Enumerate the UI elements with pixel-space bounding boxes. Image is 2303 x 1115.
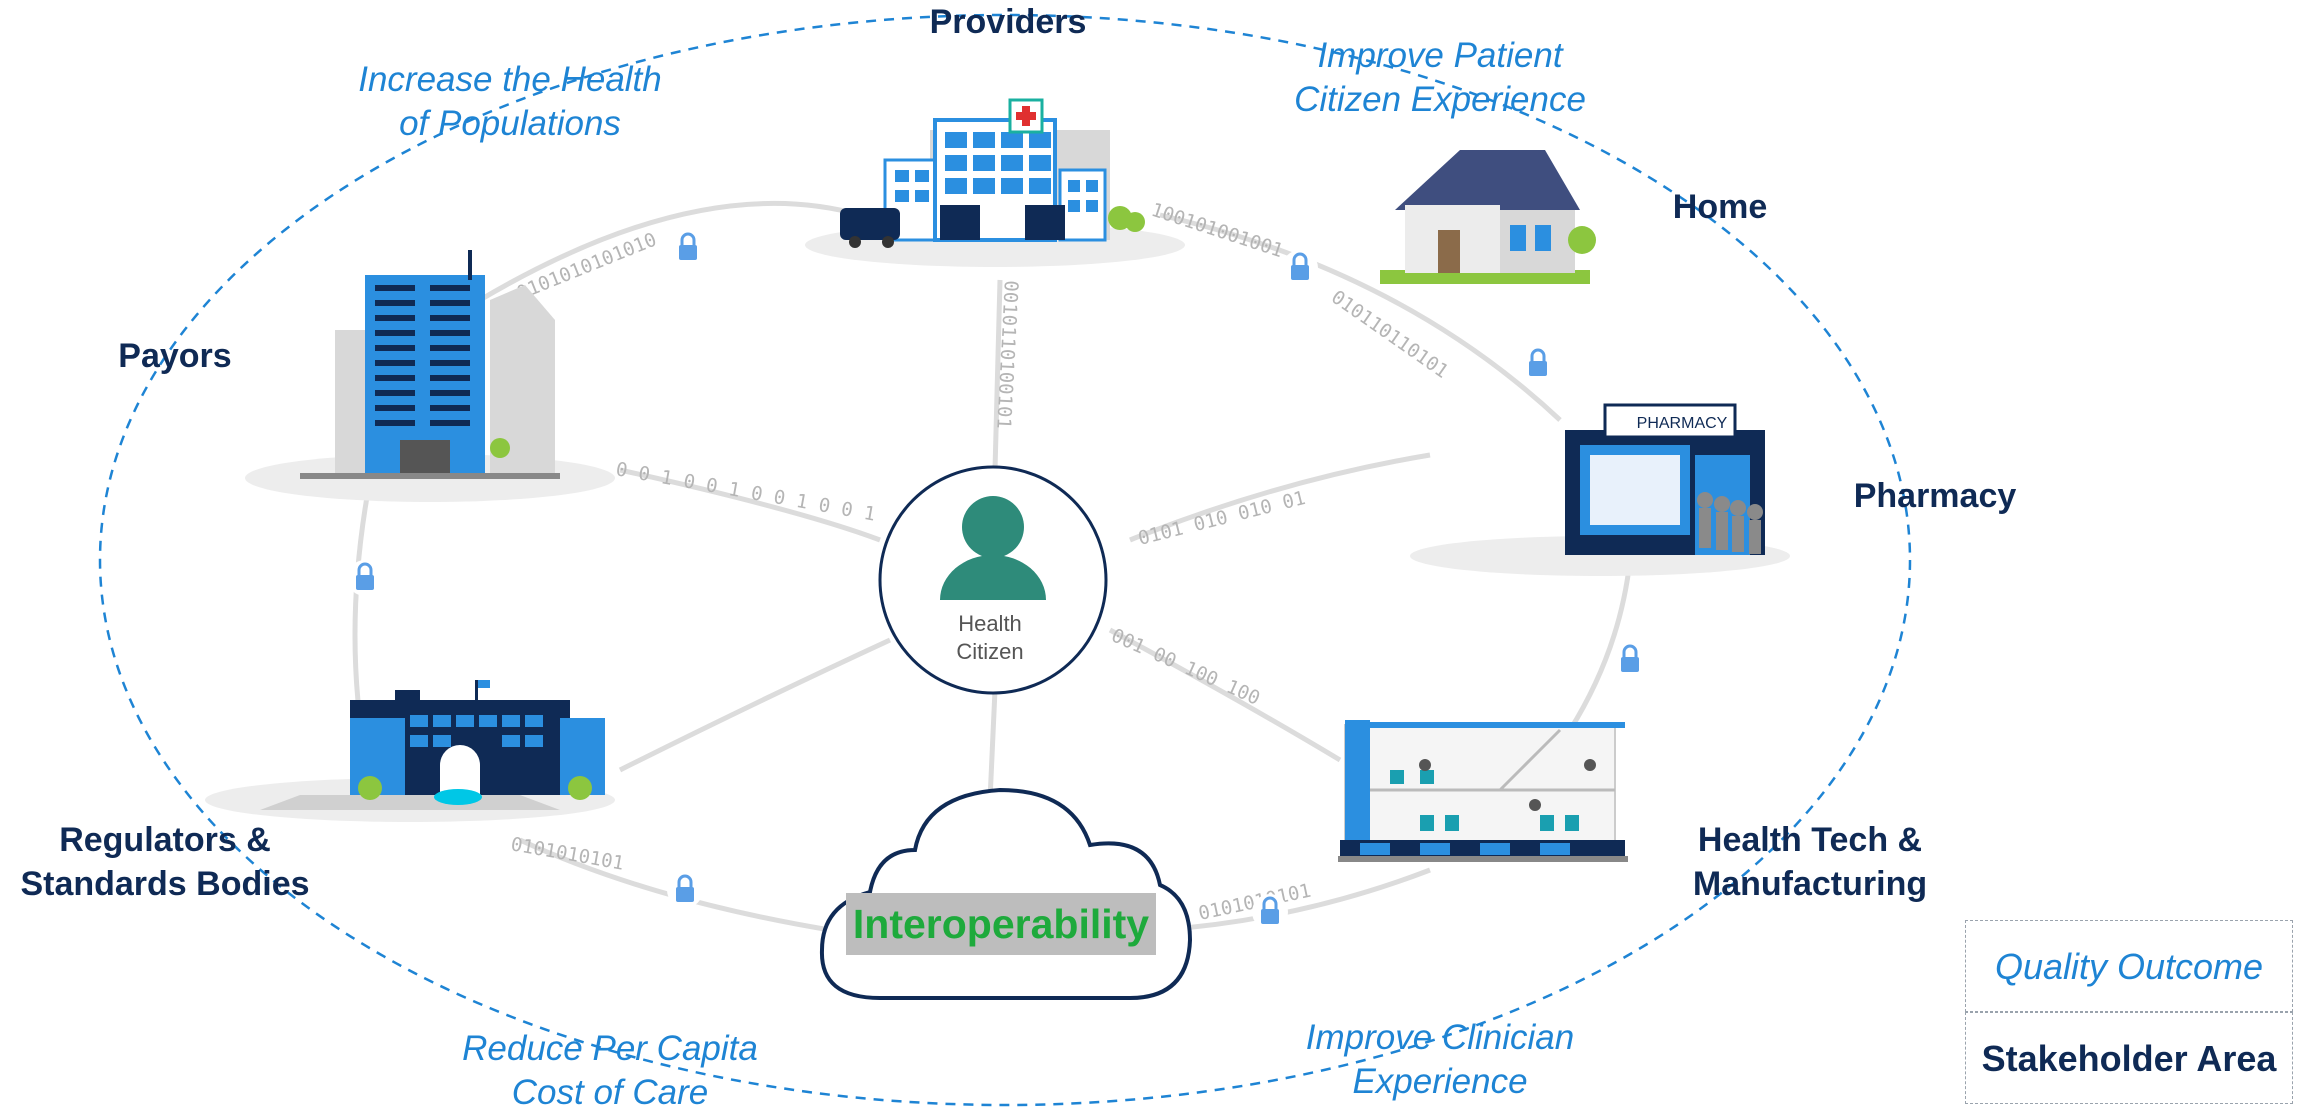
pharmacy-sign: PHARMACY [1637, 415, 1728, 432]
binary-string: 001 00 100 100 [1108, 624, 1263, 709]
pharmacy-text: Pharmacy [1853, 477, 2017, 515]
office-tower-icon [245, 250, 615, 502]
cost-line2: Cost of Care [511, 1073, 709, 1112]
health-citizen-node [878, 465, 1108, 695]
outcome-patient: Improve Patient Citizen Experience [1270, 34, 1610, 122]
person-body-icon [940, 555, 1046, 600]
lab-facility-icon [1338, 720, 1628, 862]
payors-text: Payors [118, 337, 232, 375]
government-building-icon [205, 680, 615, 822]
health-citizen-line2: Citizen [956, 639, 1024, 664]
health-citizen-label: Health Citizen [940, 610, 1040, 666]
healthtech-text-line1: Health Tech & [1697, 821, 1923, 859]
padlock-icon [667, 872, 703, 908]
legend: Quality Outcome Stakeholder Area [1965, 920, 2295, 1109]
patient-line2: Citizen Experience [1294, 80, 1586, 119]
stakeholder-healthtech: Health Tech & Manufacturing [1660, 818, 1960, 906]
stakeholder-pharmacy: Pharmacy [1830, 474, 2040, 518]
patient-line1: Improve Patient [1317, 36, 1563, 75]
stakeholder-payors: Payors [100, 334, 250, 378]
outcome-cost: Reduce Per Capita Cost of Care [430, 1027, 790, 1115]
populations-line2: of Populations [399, 104, 621, 143]
binary-string: 0010110100101 [992, 280, 1022, 430]
connection-lines [352, 200, 1633, 933]
legend-quality-outcome: Quality Outcome [1965, 920, 2293, 1012]
stakeholder-providers: Providers [908, 0, 1108, 44]
person-icon [962, 496, 1024, 558]
padlock-icon [1520, 346, 1556, 382]
outcome-populations: Increase the Health of Populations [330, 58, 690, 146]
binary-string: 0101010101010 [514, 229, 660, 305]
regulators-text-line1: Regulators & [59, 821, 271, 859]
stakeholder-home: Home [1650, 185, 1790, 229]
hospital-building-icon [805, 98, 1185, 267]
house-icon [1380, 150, 1596, 284]
regulators-text-line2: Standards Bodies [20, 865, 310, 903]
healthtech-text-line2: Manufacturing [1692, 865, 1928, 903]
health-citizen-line1: Health [958, 611, 1022, 636]
binary-string: 0101010101 [509, 833, 625, 875]
padlock-icon [1612, 642, 1648, 678]
padlock-icon [347, 560, 383, 596]
pharmacy-store-icon: PHARMACY [1410, 403, 1790, 576]
interoperability-label: Interoperability [846, 893, 1156, 955]
legend-stakeholder-area: Stakeholder Area [1965, 1012, 2293, 1104]
home-text: Home [1672, 188, 1768, 226]
padlock-icons [347, 230, 1648, 930]
padlock-icon [670, 230, 706, 266]
clinician-line2: Experience [1352, 1062, 1528, 1101]
outer-dashed-ring [98, 13, 1912, 1107]
outcome-clinician: Improve Clinician Experience [1270, 1016, 1610, 1104]
padlock-icon [1252, 894, 1288, 930]
populations-line1: Increase the Health [358, 60, 662, 99]
stakeholder-regulators: Regulators & Standards Bodies [5, 818, 325, 906]
binary-string: 0101 010 010 01 [1136, 487, 1308, 550]
providers-text: Providers [929, 3, 1087, 41]
binary-string: 0 0 1 0 0 1 0 0 1 0 0 1 [614, 458, 877, 525]
padlock-icon [1282, 250, 1318, 286]
clinician-line1: Improve Clinician [1305, 1018, 1575, 1057]
cost-line1: Reduce Per Capita [462, 1029, 758, 1068]
